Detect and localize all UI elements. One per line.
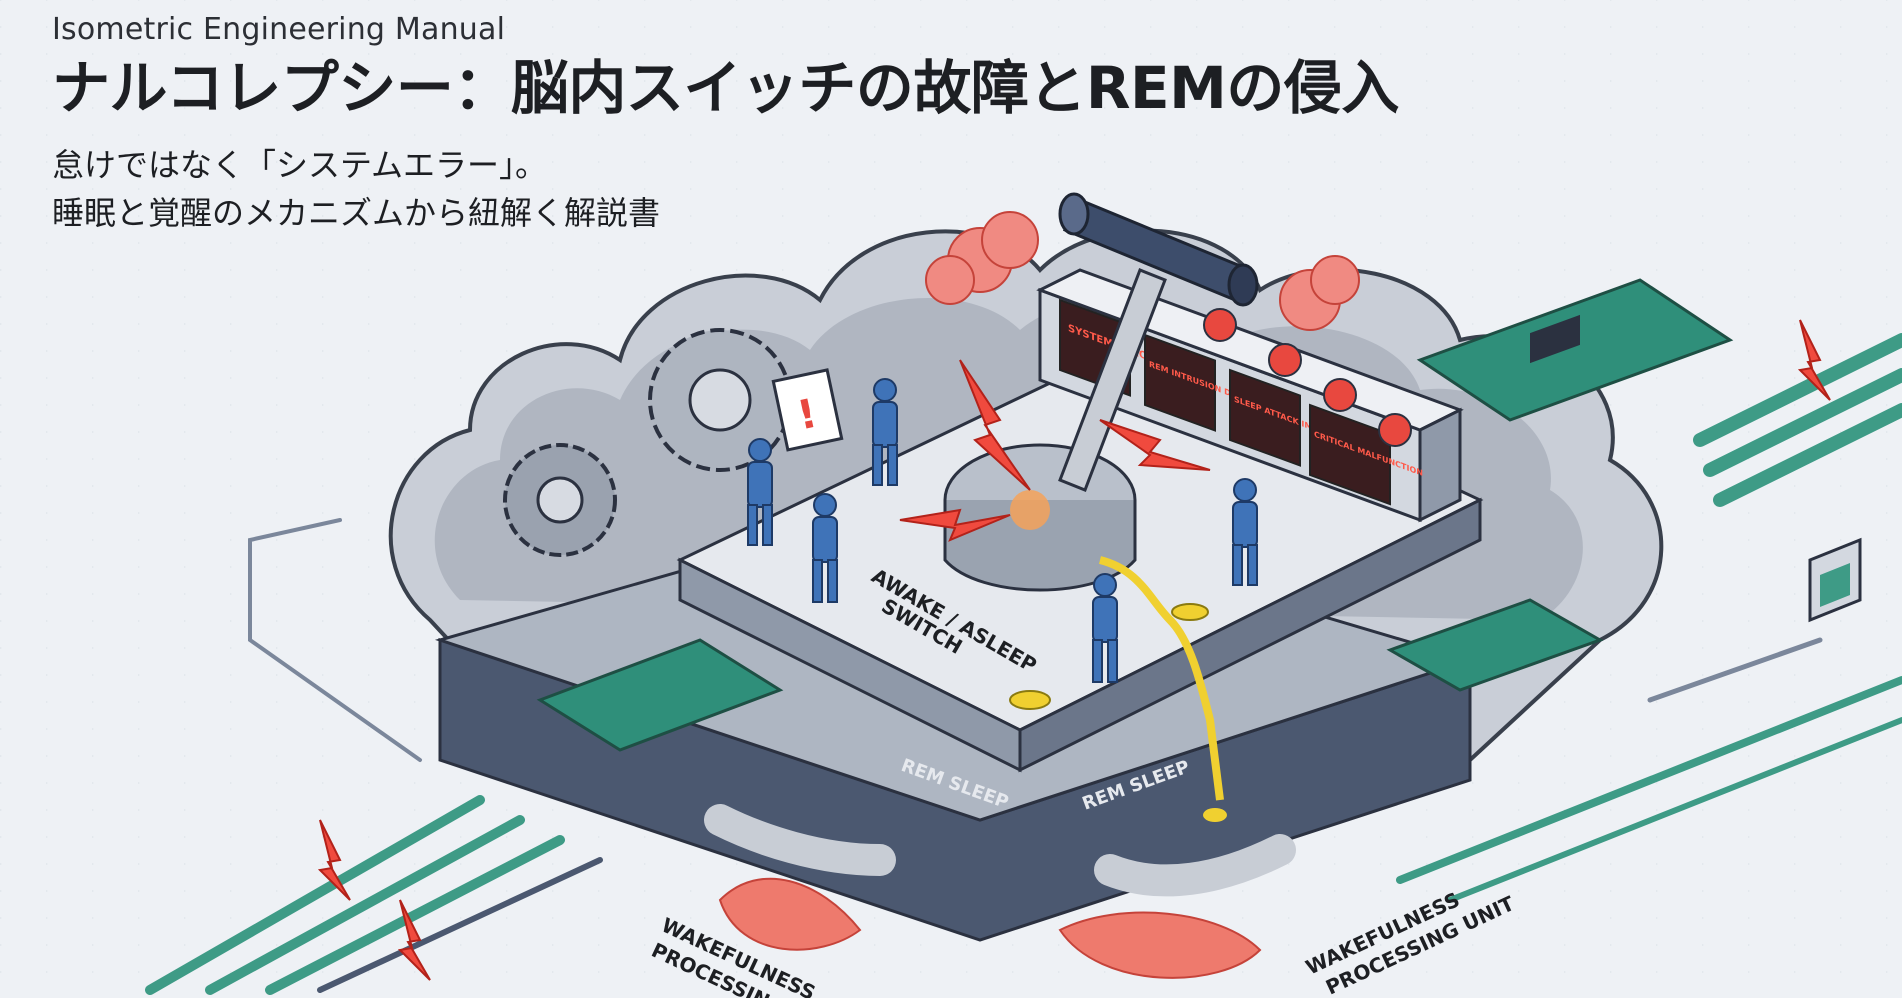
- smoke-clouds: [925, 211, 1360, 331]
- subtitle-line-1: 怠けではなく「システムエラー」。: [52, 146, 548, 184]
- warning-clipboard-icon: !: [771, 368, 844, 452]
- oil-leak: [1009, 556, 1227, 822]
- subtitle-line-2: 睡眠と覚醒のメカニズムから紐解く解説書: [52, 194, 661, 232]
- alarm-lights: [1203, 308, 1412, 447]
- panel-screen-4: [1309, 403, 1391, 506]
- alarm-light-icon: [1378, 413, 1412, 447]
- rem-pipes: [704, 804, 1296, 979]
- manual-kicker: Isometric Engineering Manual: [52, 12, 506, 47]
- worker-3: [812, 493, 838, 603]
- alarm-light-icon: [1203, 308, 1237, 342]
- subtitle: 怠けではなく「システムエラー」。 睡眠と覚醒のメカニズムから紐解く解説書: [52, 141, 1399, 237]
- worker-2: [872, 378, 898, 486]
- gear-icon: [503, 328, 792, 557]
- worker-4: [1092, 573, 1118, 683]
- monitor-icon: [1808, 537, 1862, 623]
- panel-screen-3: [1229, 368, 1301, 467]
- cables-right: [1396, 333, 1902, 903]
- worker-1: [747, 438, 773, 546]
- page-title: ナルコレプシー：脳内スイッチの故障とREMの侵入: [52, 54, 1399, 122]
- worker-5: [1232, 478, 1258, 586]
- alarm-light-icon: [1268, 343, 1302, 377]
- header: Isometric Engineering Manual ナルコレプシー：脳内ス…: [52, 12, 1399, 237]
- cables-left: [145, 518, 603, 995]
- panel-screen-2: [1144, 333, 1216, 432]
- lightning-icon: [317, 319, 1831, 981]
- rem-leak-left: [718, 877, 862, 951]
- rem-leak-right: [1058, 911, 1262, 979]
- circuit-board-icon: [536, 278, 1734, 752]
- workers: [747, 378, 1258, 683]
- alarm-light-icon: [1323, 378, 1357, 412]
